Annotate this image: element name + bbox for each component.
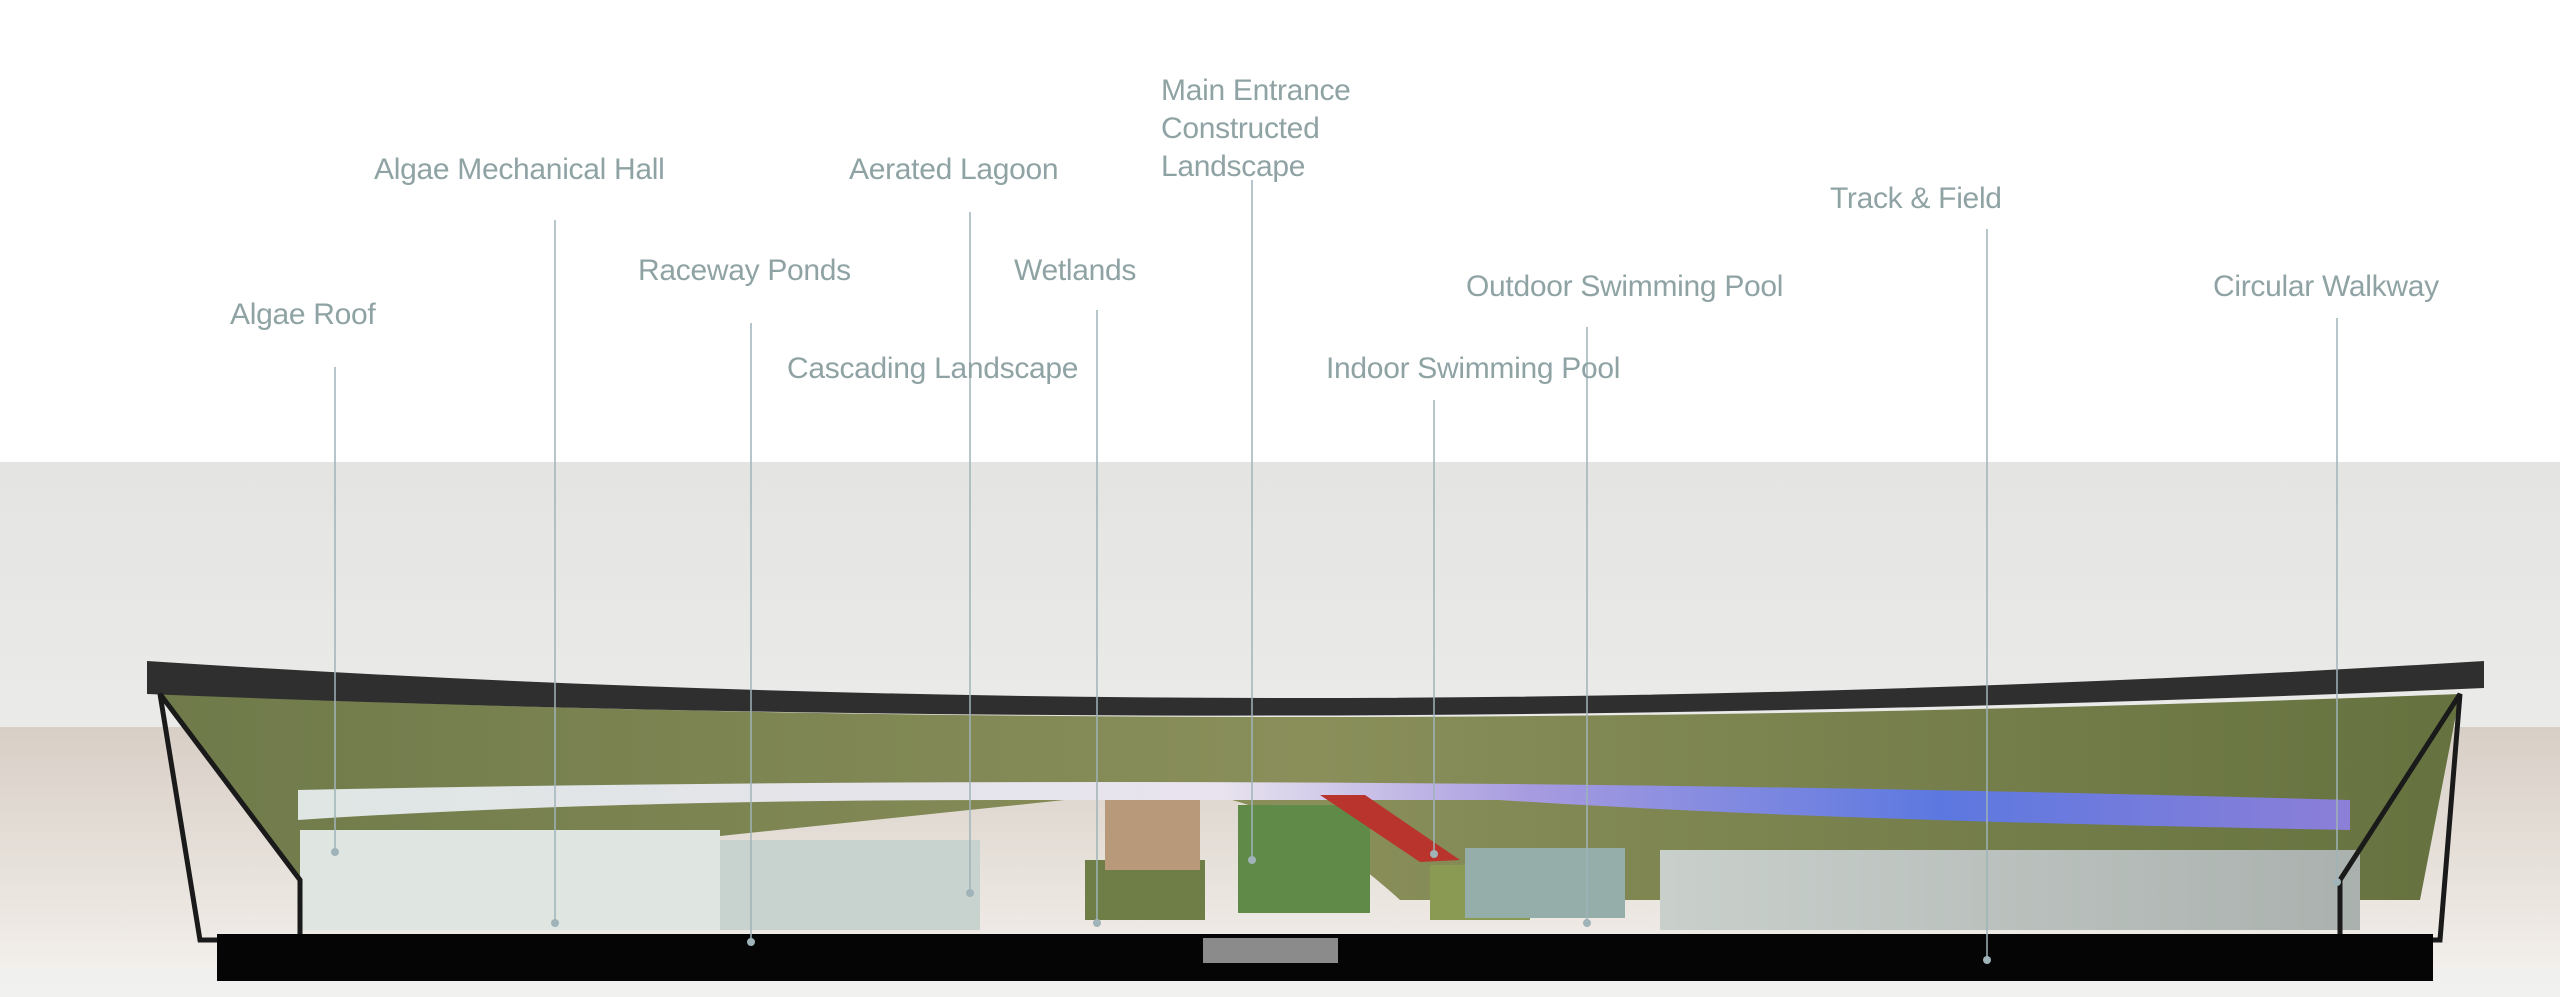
leader-lines	[334, 180, 2338, 960]
mechanical-hall	[300, 830, 720, 930]
label-main-entrance-line2: Constructed	[1161, 112, 1320, 145]
label-main-entrance: Main Entrance Constructed Landscape	[1161, 72, 1351, 186]
cascading-wood-screen	[1105, 800, 1200, 870]
leader-dots	[331, 848, 2341, 964]
label-algae-mechanical-hall: Algae Mechanical Hall	[374, 153, 665, 186]
label-indoor-swimming-pool: Indoor Swimming Pool	[1326, 352, 1621, 385]
glass-facade-ring	[298, 782, 2350, 830]
outdoor-pool	[1465, 848, 1625, 918]
basement-window	[1203, 938, 1338, 963]
constructed-landscape-lawn	[1238, 805, 1370, 913]
label-circular-walkway: Circular Walkway	[2213, 270, 2439, 303]
roof-canopy	[147, 661, 2484, 716]
label-outdoor-swimming-pool: Outdoor Swimming Pool	[1466, 270, 1784, 303]
raceway-ponds-area	[720, 840, 980, 930]
track-field-plaza	[1660, 850, 2360, 930]
label-cascading-landscape: Cascading Landscape	[787, 352, 1079, 385]
label-main-entrance-line1: Main Entrance	[1161, 74, 1351, 107]
label-main-entrance-line3: Landscape	[1161, 150, 1306, 183]
label-raceway-ponds: Raceway Ponds	[638, 254, 851, 287]
label-aerated-lagoon: Aerated Lagoon	[849, 153, 1059, 186]
label-algae-roof: Algae Roof	[230, 298, 376, 331]
label-track-field: Track & Field	[1830, 182, 2002, 215]
entrance-red-bridge	[1320, 795, 1460, 862]
label-wetlands: Wetlands	[1014, 254, 1137, 287]
